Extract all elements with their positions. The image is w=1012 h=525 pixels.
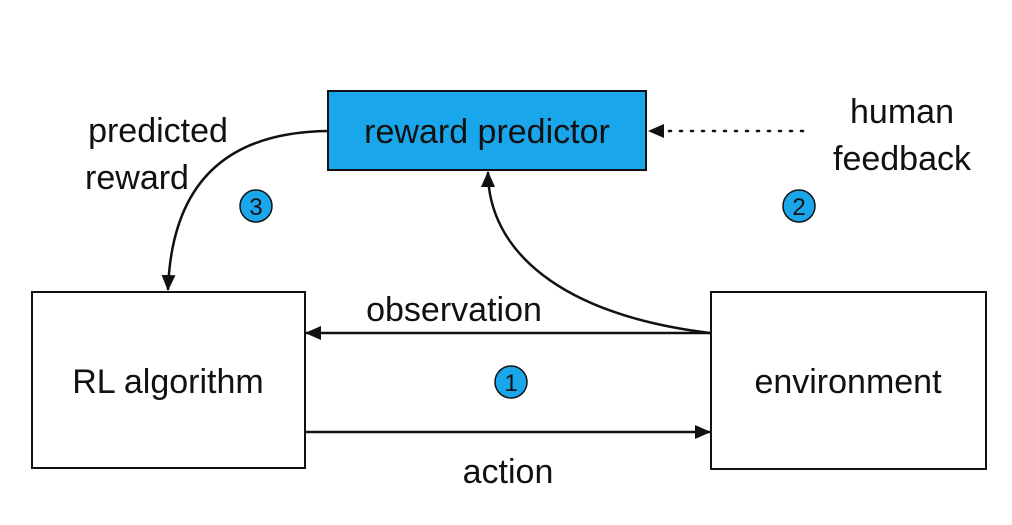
action-label: action xyxy=(463,453,554,491)
environment-label: environment xyxy=(754,363,942,401)
step-badge-3-circle xyxy=(239,189,273,223)
observation-to-predictor-arrow xyxy=(481,171,711,335)
step-badge-2-number: 2 xyxy=(792,194,805,221)
step-badge-1: 1 xyxy=(494,365,528,399)
rl-algorithm-node: RL algorithm xyxy=(31,291,306,469)
rl-algorithm-label: RL algorithm xyxy=(72,363,263,401)
environment-box xyxy=(710,291,987,470)
reward-predictor-node: reward predictor xyxy=(327,90,647,171)
step-badge-2-circle xyxy=(782,189,816,223)
step-badge-2: 2 xyxy=(782,189,816,223)
step-badge-3: 3 xyxy=(239,189,273,223)
step-badge-3-number: 3 xyxy=(249,194,262,221)
reward-predictor-box xyxy=(327,90,647,171)
environment-node: environment xyxy=(710,291,987,470)
observation-label: observation xyxy=(366,291,542,329)
human-feedback-label-line2: feedback xyxy=(833,140,972,178)
rl-algorithm-box xyxy=(31,291,306,469)
predicted-reward-arrow xyxy=(161,129,329,291)
step-badge-1-circle xyxy=(494,365,528,399)
human-feedback-label-line1: human xyxy=(850,93,954,131)
reward-predictor-label: reward predictor xyxy=(364,113,610,151)
predicted-reward-label-line1: predicted xyxy=(88,112,228,150)
predicted-reward-label-line2: reward xyxy=(85,159,189,197)
step-badge-1-number: 1 xyxy=(504,370,517,397)
